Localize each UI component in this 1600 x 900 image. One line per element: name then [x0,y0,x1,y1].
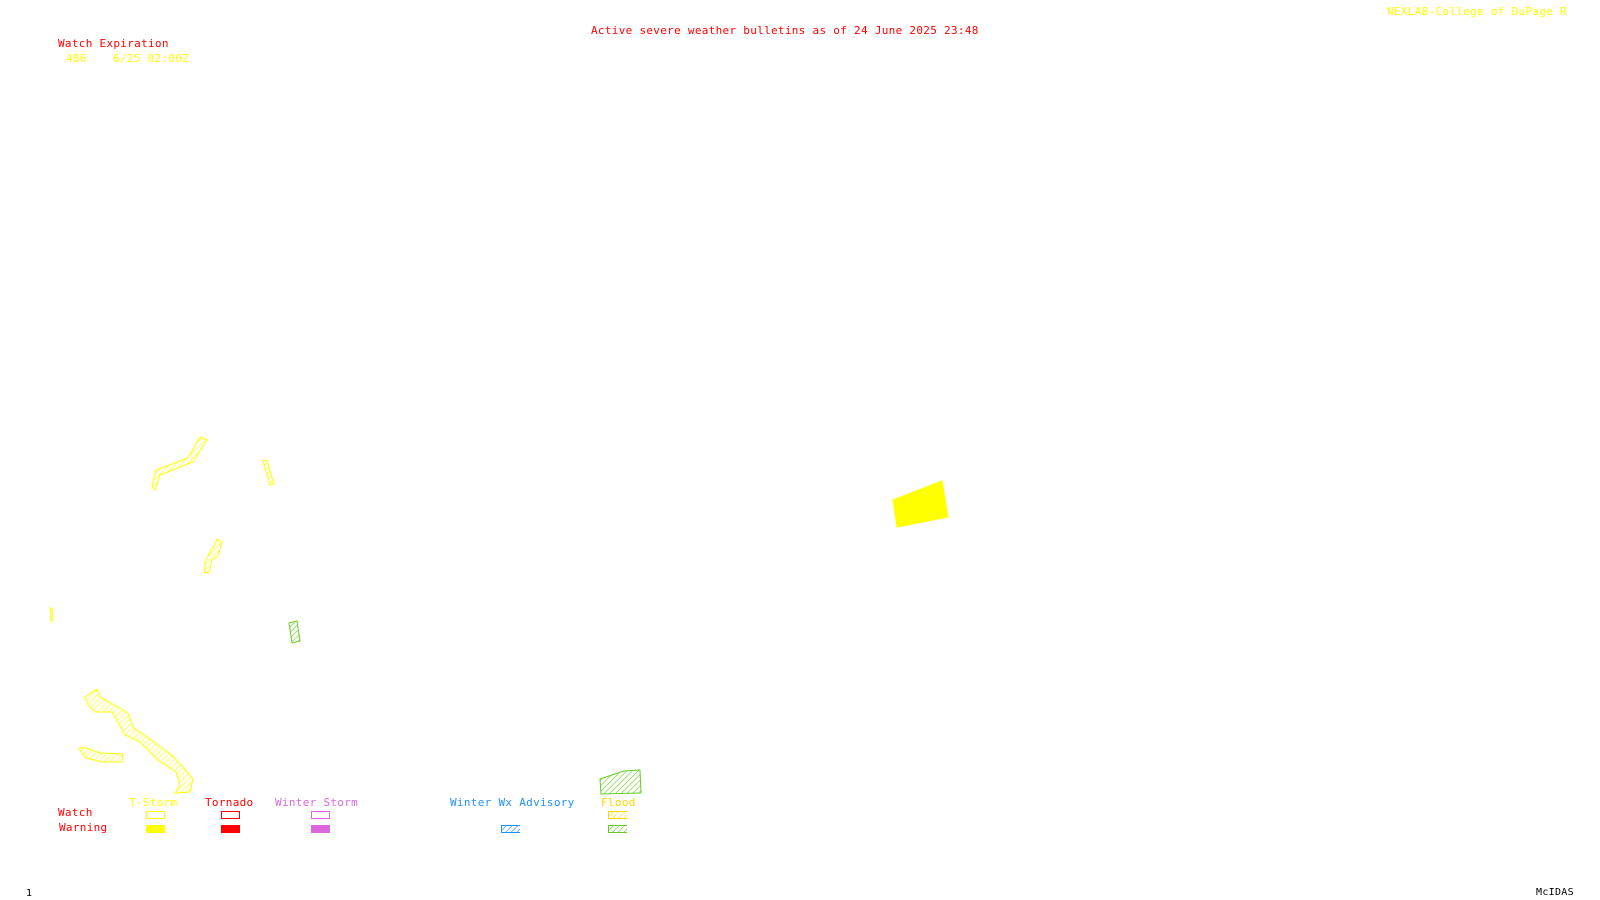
legend-tornado-warning-swatch [221,825,240,833]
legend-winter-storm-warning-swatch [311,825,330,833]
legend-winter-wx-advisory-label: Winter Wx Advisory [450,796,575,809]
bulletin-title: Active severe weather bulletins as of 24… [591,24,979,37]
flood-warning-polygon [599,769,642,795]
legend-flood-label: Flood [601,796,636,809]
watch-expiration-time: 6/25 02:00Z [113,52,190,65]
tstorm-warning-solid-polygon [892,480,949,528]
frame-number: 1 [26,888,33,899]
legend-winter-storm-label: Winter Storm [275,796,359,809]
legend-winter-storm-watch-swatch [311,811,330,819]
legend-winter-wx-advisory-warning-swatch [501,825,520,833]
watch-number: 486 [66,52,87,65]
tstorm-warning-polygon [262,459,275,486]
legend-tornado-watch-swatch [221,811,240,819]
watch-expiration-heading: Watch Expiration [58,37,169,50]
tstorm-warning-polygon [151,436,208,492]
tstorm-warning-polygon [49,607,54,622]
legend-row-watch-label: Watch [58,806,93,819]
tstorm-warning-polygon [84,688,194,794]
legend-tstorm-warning-swatch [146,825,165,833]
legend-row-warning-label: Warning [59,821,108,834]
tstorm-warning-polygon [78,746,124,763]
legend-tstorm-label: T-Storm [129,796,178,809]
legend-tornado-label: Tornado [205,796,254,809]
credit-label: NEXLAB-College of DuPage R [1387,5,1567,18]
software-label: McIDAS [1536,887,1574,898]
tstorm-warning-polygon [203,538,223,574]
legend-flood-watch-swatch [608,811,627,819]
legend-tstorm-watch-swatch [146,811,165,819]
flood-warning-polygon [288,620,301,644]
legend-flood-warning-swatch [608,825,627,833]
